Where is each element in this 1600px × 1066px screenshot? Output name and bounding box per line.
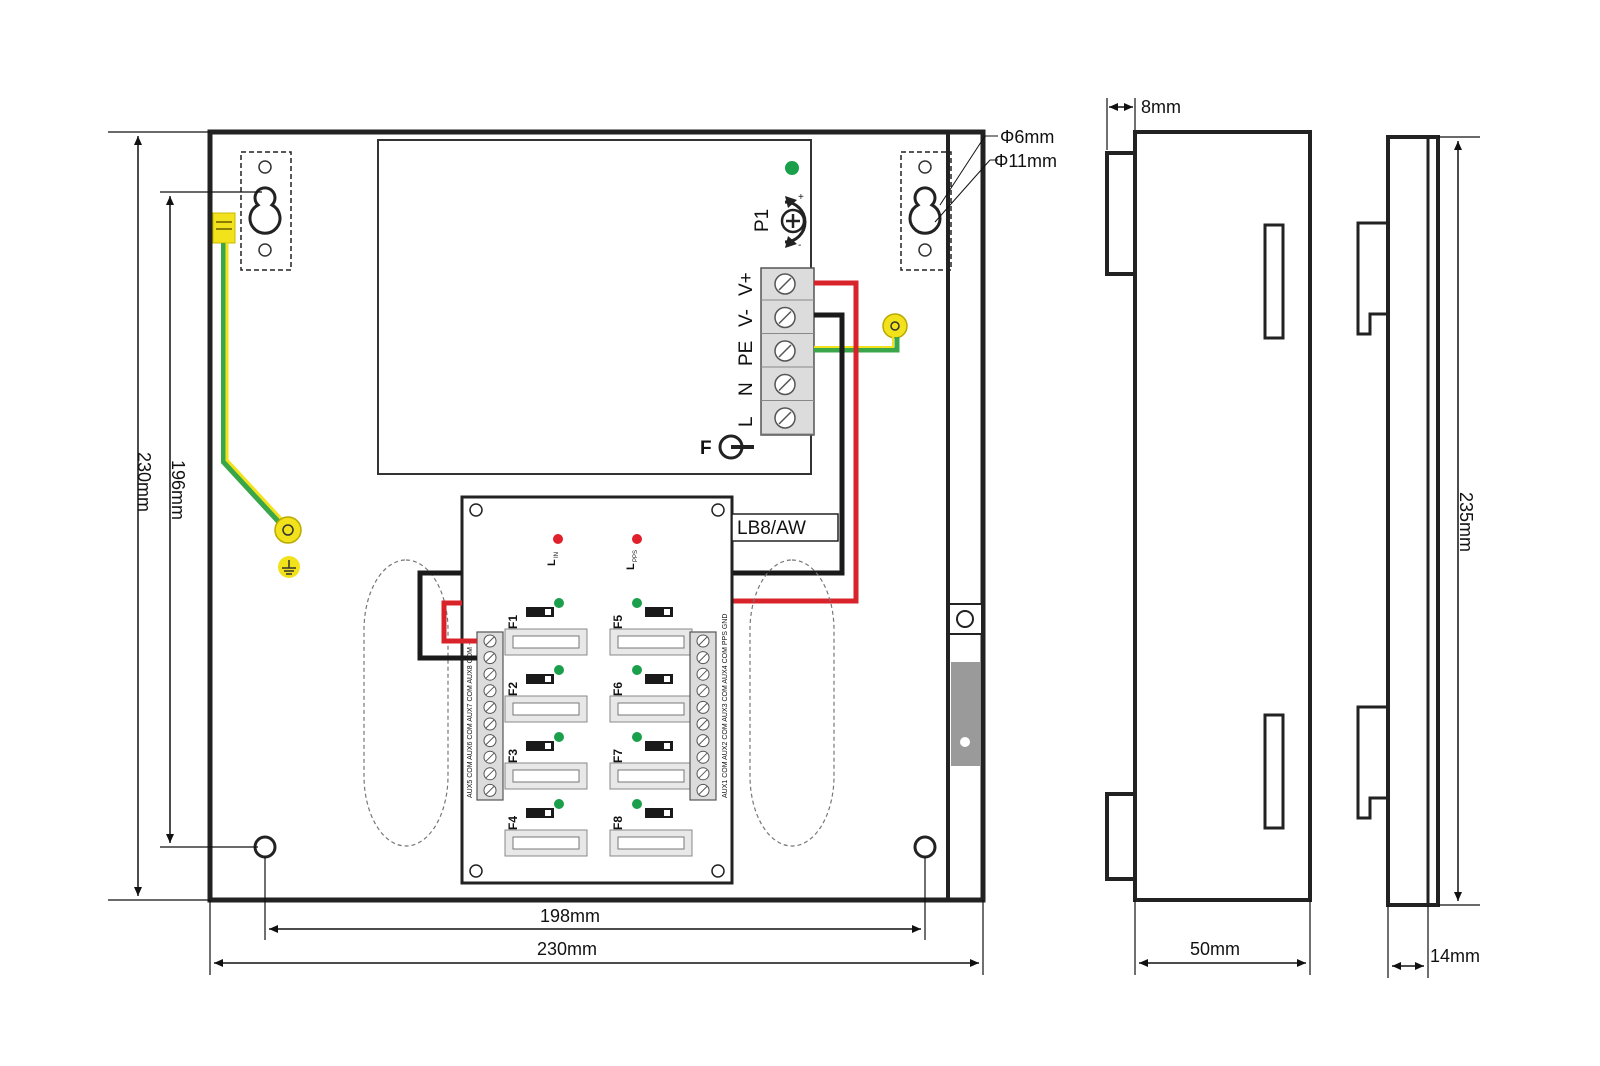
dim-hole-small: Φ6mm xyxy=(1000,127,1054,147)
fuse-holder[interactable]: F3 xyxy=(504,732,588,790)
psu-module xyxy=(377,139,812,475)
fuse-holder[interactable]: F4 xyxy=(504,799,588,857)
dim-front-width: 230mm xyxy=(537,939,597,959)
back-body xyxy=(1386,135,1440,907)
keyhole-mount-right-frame xyxy=(900,151,952,271)
dim-side-offset: 8mm xyxy=(1141,97,1181,117)
wire-black-vminus xyxy=(732,312,845,576)
mount-hole-bottom-right-icon xyxy=(913,835,937,859)
back-hook-top xyxy=(1356,221,1388,336)
fuse-label: F2 xyxy=(506,682,520,696)
fuse-led xyxy=(632,665,642,675)
left-terminal-labels: AUX5 COM AUX6 COM AUX7 COM AUX8 COM + xyxy=(467,641,474,798)
fuse-led xyxy=(632,799,642,809)
fuse-label: F6 xyxy=(611,682,625,696)
dim-mount-width: 198mm xyxy=(540,906,600,926)
fuse-label: F5 xyxy=(611,615,625,629)
pot-plus: + xyxy=(798,192,804,203)
side-dimensions: 8mm 50mm xyxy=(1106,97,1311,975)
wire-black-board-loop xyxy=(417,570,477,661)
side-tab-bottom xyxy=(1105,792,1137,881)
front-view: P1 + - V+ V- PE N L F xyxy=(207,129,986,903)
led-in xyxy=(553,534,563,544)
terminal-label-vplus: V+ xyxy=(736,272,757,296)
pe-lug xyxy=(882,313,908,339)
terminal-label-pe: PE xyxy=(736,341,757,366)
tamper-switch-frame xyxy=(948,603,983,635)
potentiometer-p1[interactable]: P1 + - xyxy=(752,192,807,251)
fuse-holder[interactable]: F7 xyxy=(609,732,693,790)
wire-red-vplus xyxy=(732,280,859,604)
terminal-label-n: N xyxy=(736,382,757,396)
fuse-label: F1 xyxy=(506,615,520,629)
side-rail xyxy=(946,130,985,902)
led-in-label: L xyxy=(546,559,558,566)
mount-hole-small-icon xyxy=(258,160,272,174)
tamper-plate xyxy=(951,662,980,766)
psu-led-green xyxy=(785,161,799,175)
board-model: LB8/AW xyxy=(737,518,806,539)
cable-passage-right xyxy=(749,559,835,847)
keyhole-mount-left-frame xyxy=(240,151,292,271)
dim-back-height: 235mm xyxy=(1456,492,1476,552)
side-slot-bottom xyxy=(1263,713,1285,830)
fuse-led xyxy=(554,598,564,608)
board-model-box xyxy=(731,513,839,542)
back-view xyxy=(1356,135,1440,907)
dim-side-depth: 50mm xyxy=(1190,939,1240,959)
back-hook-bottom xyxy=(1356,705,1388,820)
dim-mount-height: 196mm xyxy=(168,460,188,520)
fuse-holder[interactable]: F6 xyxy=(609,665,693,723)
led-in-sub: IN xyxy=(554,552,560,558)
fuse-led xyxy=(554,732,564,742)
fuse-label: F4 xyxy=(506,816,520,830)
fuse-holder[interactable]: F2 xyxy=(504,665,588,723)
fuse-led xyxy=(632,598,642,608)
psu-fuse: F xyxy=(700,434,754,460)
fuse-led xyxy=(554,665,564,675)
wire-red-board-loop xyxy=(441,600,477,644)
psu-terminal-block: V+ V- PE N L xyxy=(736,267,815,436)
earth-wire-green xyxy=(221,243,287,530)
side-tab-top xyxy=(1105,151,1137,276)
mount-hole-small-icon xyxy=(918,243,932,257)
fuse-holder[interactable]: F8 xyxy=(609,799,693,857)
earth-wire-yellow xyxy=(225,243,289,527)
fuse-holder[interactable]: F5 xyxy=(609,598,693,656)
tamper-plate-hole xyxy=(960,737,970,747)
led-pps-label: L xyxy=(625,563,637,570)
fuse-label: F xyxy=(700,438,712,459)
dim-back-depth: 14mm xyxy=(1430,946,1480,966)
fuse-label: F7 xyxy=(611,749,625,763)
right-terminal-labels: AUX1 COM AUX2 COM AUX3 COM AUX4 COM PPS … xyxy=(722,614,729,798)
fuse-led xyxy=(632,732,642,742)
pot-minus: - xyxy=(798,240,801,251)
fuse-led xyxy=(554,799,564,809)
cable-passage-left xyxy=(363,559,449,847)
tamper-switch-icon xyxy=(956,610,974,628)
mount-hole-small-icon xyxy=(918,160,932,174)
dim-hole-large: Φ11mm xyxy=(994,151,1057,171)
side-body xyxy=(1133,130,1312,902)
keyhole-left-icon xyxy=(248,186,282,235)
keyhole-right-icon xyxy=(908,186,942,235)
terminal-label-vminus: V- xyxy=(736,309,757,327)
earth-lug xyxy=(274,516,302,544)
mount-hole-small-icon xyxy=(258,243,272,257)
terminal-label-l: L xyxy=(736,416,757,427)
led-pps xyxy=(632,534,642,544)
front-dimensions: 230mm 196mm 198mm 230mm Φ6mm Φ11mm xyxy=(108,127,1057,975)
led-pps-sub: PPS xyxy=(633,550,639,562)
pot-label: P1 xyxy=(752,209,773,232)
dim-front-height: 230mm xyxy=(134,452,154,512)
fuse-label: F3 xyxy=(506,749,520,763)
side-view xyxy=(1105,130,1312,902)
fuse-label: F8 xyxy=(611,816,625,830)
side-slot-top xyxy=(1263,223,1285,340)
back-dimensions: 235mm 14mm xyxy=(1387,136,1480,978)
fuse-holder[interactable]: F1 xyxy=(504,598,588,656)
